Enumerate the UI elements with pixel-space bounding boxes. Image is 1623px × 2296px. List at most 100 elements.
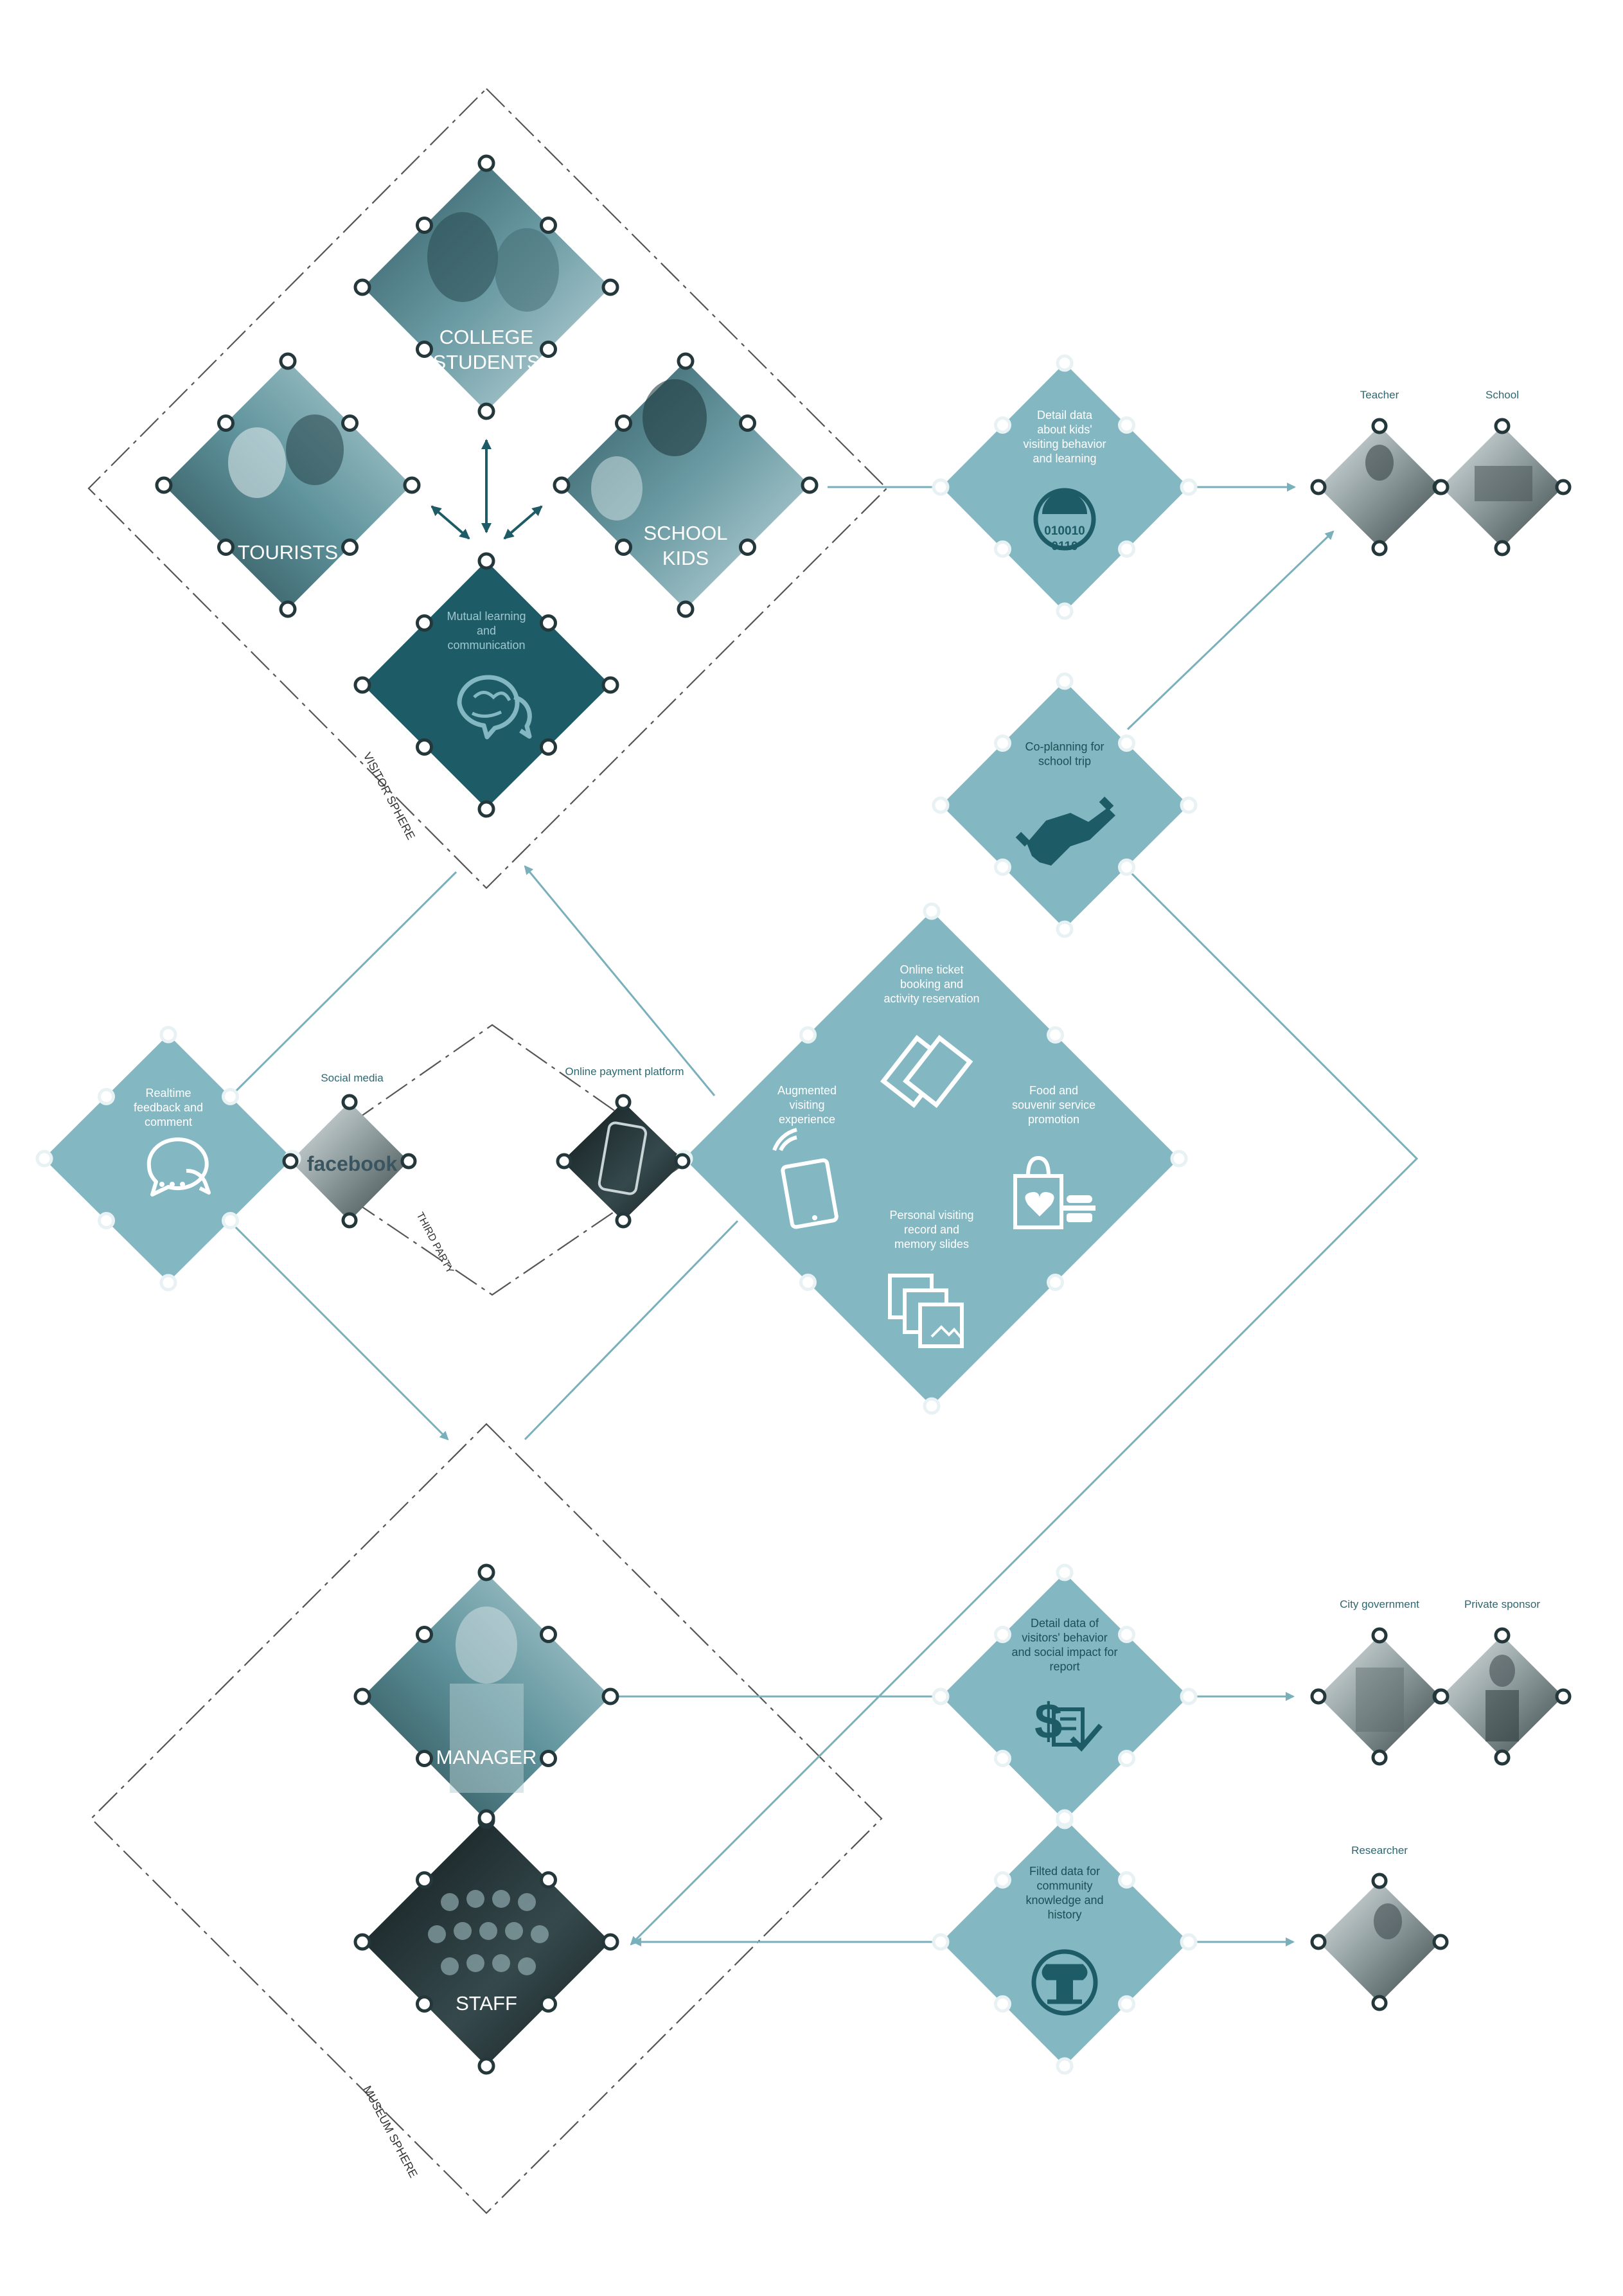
text-line: Mutual learning bbox=[447, 610, 526, 623]
researcher-diamond[interactable] bbox=[1318, 1882, 1441, 2003]
connection-ring bbox=[279, 352, 297, 370]
text-line: Online ticket bbox=[900, 963, 963, 976]
connection-ring bbox=[1310, 479, 1327, 495]
payment-platform-diamond[interactable] bbox=[562, 1102, 684, 1221]
connection-ring bbox=[341, 538, 359, 556]
connection-ring bbox=[994, 1995, 1011, 2013]
connection-ring bbox=[994, 1750, 1011, 1767]
connection-ring bbox=[553, 476, 571, 494]
connection-ring bbox=[615, 414, 632, 432]
connection-ring bbox=[540, 614, 557, 632]
connection-ring bbox=[159, 1274, 177, 1292]
tourists-diamond[interactable]: TOURISTS bbox=[164, 361, 411, 609]
text-line: Researcher bbox=[1351, 1844, 1408, 1856]
connection-ring bbox=[217, 414, 235, 432]
connection-ring bbox=[155, 476, 173, 494]
connection-ring bbox=[1118, 540, 1135, 558]
connection-ring bbox=[1056, 354, 1074, 372]
connection-ring bbox=[615, 1212, 632, 1229]
connection-ring bbox=[279, 600, 297, 618]
connection-ring bbox=[739, 414, 756, 432]
connection-ring bbox=[353, 676, 371, 694]
private-sponsor-diamond[interactable] bbox=[1441, 1635, 1563, 1758]
connection-ring bbox=[1180, 796, 1198, 814]
connection-ring bbox=[341, 414, 359, 432]
connection-ring bbox=[615, 1094, 632, 1110]
text-line: STUDENTS bbox=[432, 351, 540, 373]
text-line: memory slides bbox=[894, 1238, 969, 1250]
college-students-diamond[interactable]: COLLEGE STUDENTS bbox=[363, 164, 610, 411]
connection-ring bbox=[416, 217, 433, 234]
text-line: School bbox=[1486, 389, 1519, 401]
connection-ring bbox=[159, 1026, 177, 1044]
connection-ring bbox=[416, 1995, 433, 2013]
connection-ring bbox=[477, 1563, 495, 1581]
connection-ring bbox=[282, 1153, 299, 1170]
dollar-report-icon: $ bbox=[1034, 1693, 1103, 1752]
handshake-icon bbox=[1015, 796, 1115, 866]
connection-ring bbox=[540, 1750, 557, 1767]
text-line: history bbox=[1047, 1909, 1081, 1921]
connection-ring bbox=[994, 1626, 1011, 1643]
connection-ring bbox=[932, 478, 950, 496]
connection-ring bbox=[416, 614, 433, 632]
text-line: Personal visiting bbox=[889, 1209, 973, 1222]
connection-ring bbox=[932, 796, 950, 814]
social-media-diamond[interactable]: facebook bbox=[290, 1102, 409, 1221]
connection-ring bbox=[1310, 1934, 1327, 1950]
connection-ring bbox=[1180, 1687, 1198, 1705]
text-line: VISITOR SPHERE bbox=[360, 750, 417, 841]
connection-ring bbox=[674, 1153, 691, 1170]
city-government-diamond[interactable] bbox=[1318, 1635, 1441, 1758]
teacher-diamond[interactable] bbox=[1318, 426, 1441, 547]
staff-diamond[interactable]: STAFF bbox=[363, 1819, 610, 2066]
connection-ring bbox=[35, 1150, 53, 1168]
connection-ring bbox=[1056, 920, 1074, 938]
tourists-label: TOURISTS bbox=[238, 541, 338, 564]
third-party-label: THIRD PARTY bbox=[414, 1211, 456, 1276]
connection-ring bbox=[540, 217, 557, 234]
text-line: activity reservation bbox=[883, 992, 979, 1005]
text-line: communication bbox=[447, 639, 525, 652]
connection-ring bbox=[1494, 1749, 1511, 1766]
connection-ring bbox=[601, 1687, 619, 1705]
connection-ring bbox=[1555, 479, 1572, 495]
connection-ring bbox=[1056, 602, 1074, 620]
connection-ring bbox=[556, 1153, 572, 1170]
text-line: 010010 bbox=[1044, 524, 1085, 538]
connection-ring bbox=[1047, 1274, 1064, 1291]
text-line: THIRD PARTY bbox=[414, 1211, 456, 1276]
social-media-logo-text: facebook bbox=[307, 1152, 398, 1175]
school-diamond[interactable] bbox=[1441, 426, 1563, 547]
connection-ring bbox=[400, 1153, 417, 1170]
text-line: booking and bbox=[900, 978, 963, 991]
text-line: visitors' behavior bbox=[1022, 1632, 1108, 1644]
text-line: COLLEGE bbox=[439, 326, 533, 348]
connection-ring bbox=[477, 552, 495, 570]
connection-ring bbox=[222, 1088, 239, 1105]
connection-ring bbox=[799, 1274, 817, 1291]
line-coplan-to-staff bbox=[630, 863, 1419, 1946]
connection-ring bbox=[1056, 672, 1074, 690]
connection-ring bbox=[98, 1088, 115, 1105]
text-line: and social impact for bbox=[1011, 1646, 1117, 1659]
connection-ring bbox=[1494, 418, 1511, 434]
manager-diamond[interactable]: MANAGER bbox=[363, 1573, 610, 1820]
connection-ring bbox=[994, 734, 1011, 752]
teacher-label: Teacher bbox=[1360, 389, 1399, 401]
tickets-icon bbox=[880, 1035, 973, 1108]
connection-ring bbox=[1371, 1873, 1388, 1889]
